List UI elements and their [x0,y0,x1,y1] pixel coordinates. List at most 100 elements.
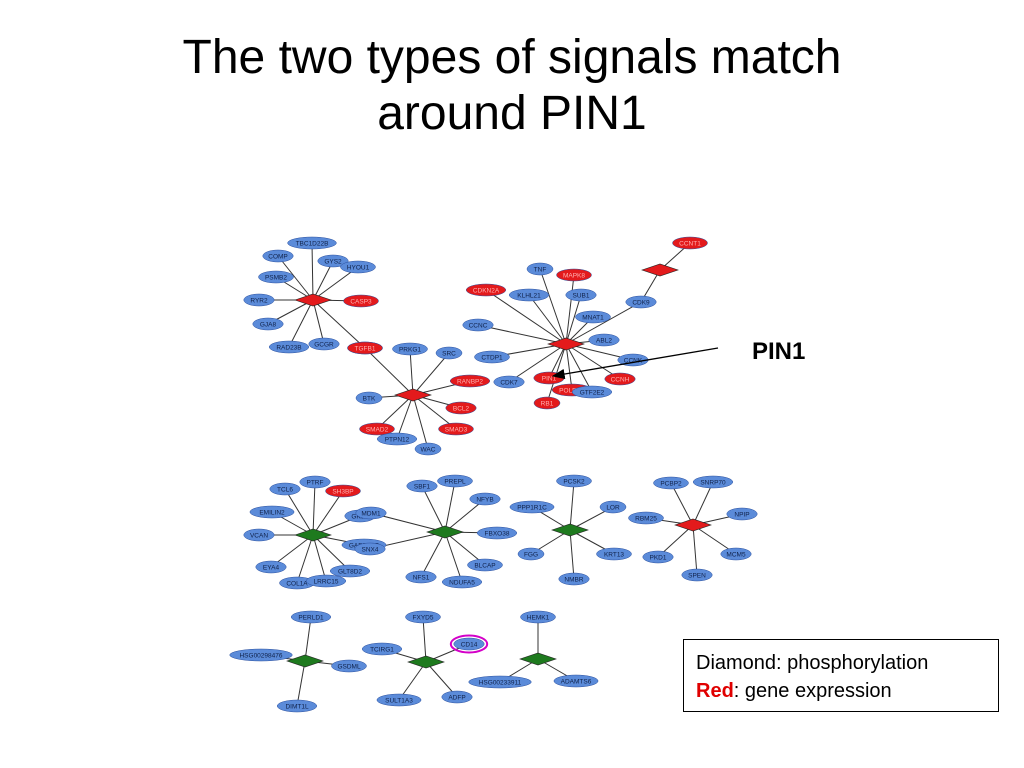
node-ellipse [376,693,422,707]
node-label: SMAD2 [366,426,389,433]
node-ellipse [517,547,545,561]
node-cdkn2a: CDKN2A [465,283,507,297]
node-label: BTK [363,395,376,402]
node-pcbp2: PCBP2 [653,476,689,490]
node-fbxo38: FBXO38 [476,526,518,540]
node-npip: NPIP [726,507,758,521]
node-ndufa5: NDUFA5 [441,575,483,589]
node-label: SPEN [688,572,706,579]
node-ellipse [355,506,387,520]
node-ellipse [692,475,734,489]
node-sbf1: SBF1 [406,479,438,493]
legend-red-line: Red: gene expression [696,677,998,705]
node-label: ADAMTS6 [561,678,592,685]
edge-tbc1d22b [311,242,314,301]
node-ellipse [359,422,395,436]
edge-col1a [296,534,314,584]
node-label: SH3BP [332,488,353,495]
node-label: SNX4 [362,546,379,553]
node-label: EYA4 [263,564,280,571]
node-nfyb: NFYB [469,492,501,506]
pin1-callout-label: PIN1 [752,338,806,365]
node-rb1: RB1 [533,396,561,410]
node-ellipse [229,648,293,662]
node-ellipse [642,550,674,564]
node-dimt1l: DIMT1L [276,699,318,713]
node-ellipse [526,262,554,276]
node-label: CTDP1 [481,354,503,361]
hub-diamond-2 [547,337,585,351]
node-ellipse [392,342,428,356]
edges-layer [259,242,743,707]
node-label: TCL6 [277,486,293,493]
node-label: PCBP2 [660,480,682,487]
node-label: NDUFA5 [449,579,475,586]
node-label: RBM25 [635,515,657,522]
node-label: KLHL21 [517,292,541,299]
edge-lrrc15 [312,534,327,582]
hub-diamond-10 [519,652,557,666]
node-pin1: PIN1 [533,371,565,385]
edge-sh3bp [312,490,344,536]
edge-gys2 [312,260,334,301]
node-ellipse [553,674,599,688]
node-ptpn12: PTPN12 [376,432,418,446]
edge-tnf [539,268,567,345]
node-label: MNAT1 [582,314,604,321]
node-ellipse [672,236,708,250]
node-lor: LOR [599,500,627,514]
node-label: NFS1 [413,574,430,581]
node-label: HYOU1 [347,264,370,271]
node-label: ABL2 [596,337,612,344]
edge-nmbr [569,529,575,580]
node-ellipse [441,690,473,704]
node-ellipse [355,391,383,405]
node-perld1: PERLD1 [290,610,332,624]
hub-diamond-5 [426,525,464,539]
node-ellipse [445,401,477,415]
node-lrrc15: LRRC15 [305,574,347,588]
edge-mapk8 [565,274,575,345]
node-ellipse [243,293,275,307]
node-label: FXYD5 [413,614,434,621]
edge-cdk7 [508,343,567,383]
node-ellipse [287,236,337,250]
node-ellipse [509,500,555,514]
node-ellipse [325,484,361,498]
node-ellipse [317,254,349,268]
node-label: NFYB [476,496,493,503]
hub-diamond-3 [641,263,679,277]
node-mcm5: MCM5 [720,547,752,561]
legend-box: Diamond: phosphorylation Red: gene expre… [683,639,999,712]
edge-gcgr [312,299,325,345]
node-smad3: SMAD3 [438,422,474,436]
node-prepl: PREPL [437,474,473,488]
node-rbm25: RBM25 [628,511,664,525]
edge-cdkn2a [485,289,567,345]
node-label: GYS2 [324,258,342,265]
node-label: RANBP2 [457,378,483,385]
edge-glt8d2 [312,534,351,572]
node-ellipse [441,575,483,589]
node-ccnt1: CCNT1 [672,236,708,250]
node-label: RYR2 [250,297,268,304]
node-label: PCSK2 [563,478,585,485]
node-ellipse [405,570,437,584]
node-ellipse [596,547,632,561]
node-label: EMILIN2 [259,509,285,516]
hub-diamond-9 [407,655,445,669]
node-tcl6: TCL6 [269,482,301,496]
node-wac: WAC [414,442,442,456]
node-ctdp1: CTDP1 [474,350,510,364]
node-ellipse [467,558,503,572]
edge-wac [412,394,429,450]
edge-nfs1 [420,531,446,578]
hub-diamond-6 [551,523,589,537]
node-sub1: SUB1 [565,288,597,302]
node-ellipse [720,547,752,561]
node-ellipse [290,610,332,624]
node-cd14: CD14 [449,634,489,654]
title-line-1: The two types of signals match [182,31,842,84]
node-adfp: ADFP [441,690,473,704]
node-label: HSG00233911 [479,679,522,686]
